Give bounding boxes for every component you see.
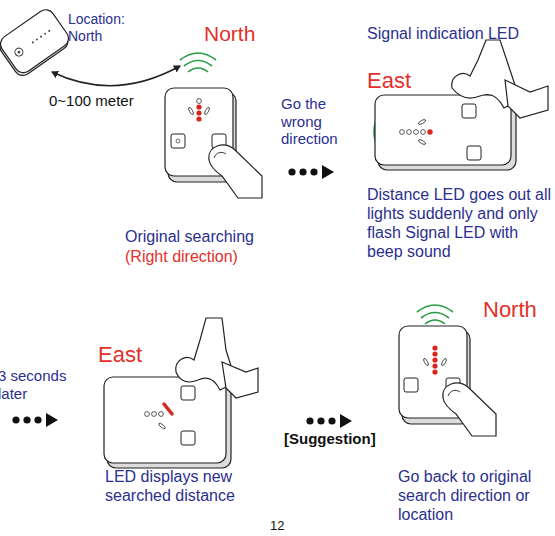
finder-device bbox=[104, 318, 258, 468]
finder-device-part bbox=[164, 404, 172, 414]
step-arrow-part bbox=[34, 416, 41, 423]
tag-device bbox=[0, 6, 73, 79]
step-arrow bbox=[288, 165, 334, 179]
tag-device-part bbox=[44, 32, 47, 35]
finder-device-part bbox=[432, 351, 437, 356]
label-text: Location: North bbox=[68, 11, 130, 44]
finder-device-part bbox=[418, 119, 426, 126]
step-arrow-part bbox=[317, 417, 324, 424]
finder-device-part bbox=[181, 431, 195, 445]
finder-device-part bbox=[407, 130, 412, 135]
finder-device-part bbox=[432, 363, 437, 368]
finder-device-part bbox=[443, 383, 496, 436]
label-text: 3 seconds later bbox=[0, 367, 78, 402]
finder-device-part bbox=[448, 390, 460, 396]
finder-device-part bbox=[158, 422, 166, 429]
finder-device-part bbox=[152, 412, 157, 417]
finder-device bbox=[374, 40, 548, 170]
finder-device-part bbox=[181, 386, 195, 400]
label-text: [Suggestion] bbox=[284, 430, 376, 448]
label-text: Signal indication LED bbox=[367, 25, 519, 44]
finder-device-part bbox=[180, 53, 216, 72]
finder-device-part bbox=[417, 305, 453, 324]
finder-device-part bbox=[505, 80, 548, 118]
label-text: Go back to original search direction or … bbox=[398, 468, 555, 525]
label-text: 0~100 meter bbox=[49, 92, 134, 110]
step-arrow-part bbox=[299, 168, 306, 175]
step-arrow-part bbox=[288, 168, 295, 175]
finder-device-part bbox=[196, 104, 201, 109]
tag-device-part bbox=[0, 6, 72, 76]
label-text: LED displays new searched distance bbox=[105, 468, 275, 506]
step-arrow-part bbox=[310, 168, 317, 175]
finder-device-part bbox=[188, 107, 195, 115]
step-arrow-part bbox=[306, 417, 313, 424]
finder-device-part bbox=[204, 107, 211, 115]
range-arrow bbox=[52, 66, 180, 86]
finder-device-part bbox=[196, 110, 201, 115]
finder-device-part bbox=[400, 130, 405, 135]
label-text: 12 bbox=[270, 518, 284, 533]
finder-device-part bbox=[171, 134, 185, 148]
tag-device-part bbox=[36, 38, 39, 41]
finder-device-part bbox=[414, 130, 419, 135]
step-arrow bbox=[12, 413, 58, 427]
finder-device-part bbox=[159, 412, 164, 417]
step-arrow-part bbox=[340, 414, 352, 428]
step-arrow-part bbox=[12, 416, 19, 423]
finder-device-part bbox=[432, 345, 437, 350]
tag-device-part bbox=[17, 50, 21, 54]
finder-device-part bbox=[176, 139, 180, 143]
label-text: (Right direction) bbox=[125, 248, 238, 267]
finder-device-part bbox=[423, 358, 430, 366]
label-text: Go the wrong direction bbox=[281, 95, 356, 148]
finder-device-part bbox=[145, 412, 150, 417]
finder-device-part bbox=[222, 362, 258, 398]
label-text: East bbox=[367, 68, 411, 94]
finder-device bbox=[399, 305, 496, 436]
finder-device-part bbox=[375, 95, 511, 165]
label-text: North bbox=[204, 22, 255, 47]
finder-device-part bbox=[104, 377, 226, 463]
finder-device-part bbox=[421, 130, 426, 135]
finder-device-part bbox=[214, 152, 226, 158]
finder-device-part bbox=[404, 378, 418, 392]
tag-device-part bbox=[13, 47, 24, 58]
label-text: Distance LED goes out all lights suddenl… bbox=[367, 186, 555, 262]
tag-device-part bbox=[31, 41, 34, 44]
step-arrow-part bbox=[328, 417, 335, 424]
label-text: East bbox=[98, 342, 142, 368]
step-arrow-part bbox=[23, 416, 30, 423]
finder-device bbox=[165, 53, 262, 198]
tag-device-part bbox=[48, 29, 51, 32]
step-arrow-part bbox=[46, 413, 58, 427]
label-text: North bbox=[483, 297, 537, 323]
tag-device-part bbox=[40, 35, 43, 38]
finder-device-part bbox=[209, 145, 262, 198]
step-arrow bbox=[306, 414, 352, 428]
step-arrow-part bbox=[322, 165, 334, 179]
label-text: Original searching bbox=[125, 228, 254, 247]
finder-device-part bbox=[197, 99, 202, 104]
finder-device-part bbox=[432, 369, 437, 374]
finder-device-part bbox=[441, 358, 448, 366]
finder-device-part bbox=[196, 116, 201, 121]
finder-device-part bbox=[467, 146, 481, 160]
finder-device-part bbox=[418, 139, 426, 146]
finder-device-part bbox=[432, 357, 437, 362]
finder-device-part bbox=[462, 104, 476, 118]
finder-device-part bbox=[427, 129, 432, 134]
